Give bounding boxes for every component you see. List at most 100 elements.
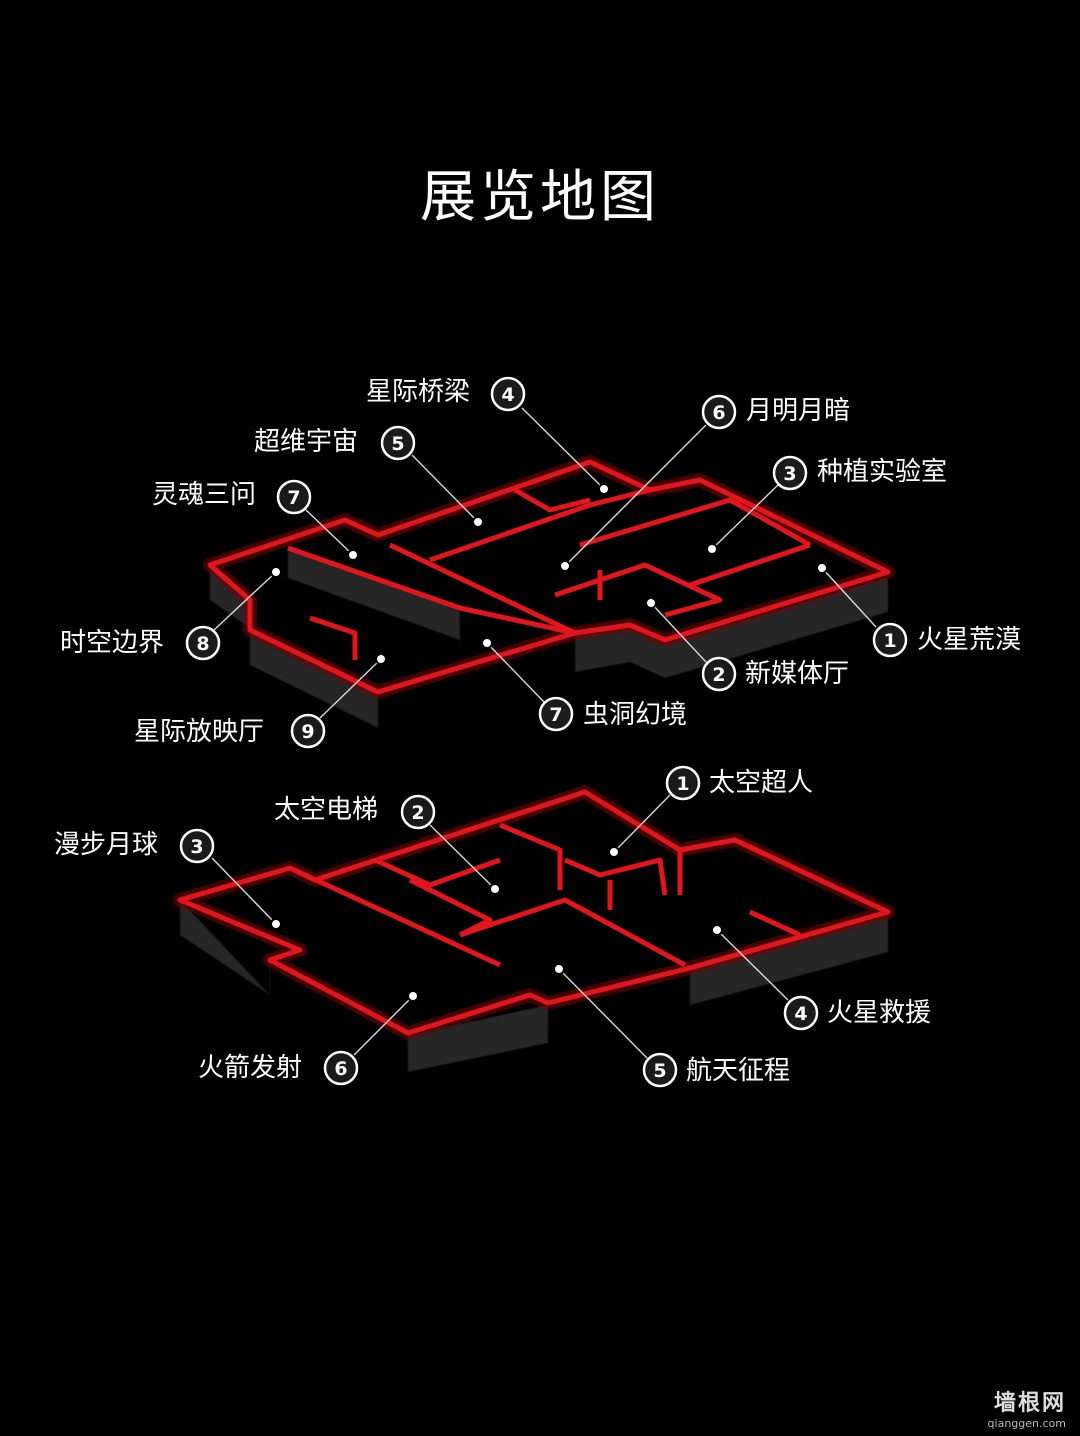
- leader-line: [429, 824, 496, 890]
- lower-label-6-name: 火箭发射: [198, 1053, 302, 1083]
- number-badge: [783, 995, 819, 1031]
- watermark: 墙根网 qianggen.com: [988, 1385, 1066, 1430]
- wall: [288, 865, 502, 968]
- leader-line: [711, 484, 779, 550]
- lower-label-2-name: 太空电梯: [274, 795, 378, 825]
- upper-label-4-number: 4: [501, 384, 514, 406]
- location-dot: [270, 566, 282, 578]
- upper-label-6-name: 月明月暗: [746, 396, 850, 426]
- location-dot: [553, 963, 565, 975]
- upper-label-6-number: 6: [712, 402, 725, 424]
- upper-label-3-name: 种植实验室: [817, 457, 947, 487]
- lower-label-5-name: 航天征程: [686, 1056, 790, 1086]
- lower-label-1-number: 1: [676, 773, 689, 795]
- location-dot: [481, 637, 493, 649]
- wall: [309, 615, 358, 660]
- number-badge: [400, 794, 436, 830]
- lower-label-2-number: 2: [411, 802, 424, 824]
- number-badge: [701, 394, 737, 430]
- leader-line: [821, 567, 877, 628]
- wall: [388, 542, 577, 636]
- leader-line: [305, 509, 354, 556]
- upper-label-5-number: 5: [391, 433, 404, 455]
- lower-outer-wall: [177, 789, 891, 1036]
- location-dot: [559, 560, 571, 572]
- number-badge: [872, 622, 908, 658]
- upper-interior-walls: [287, 487, 812, 660]
- location-dot: [407, 990, 419, 1002]
- lower-label-5-number: 5: [653, 1060, 666, 1082]
- leader-line: [716, 929, 789, 1001]
- lower-interior-walls: [288, 822, 802, 968]
- upper-label-1-number: 1: [883, 630, 896, 652]
- leader-line: [564, 424, 707, 567]
- location-dot: [472, 516, 484, 528]
- watermark-site-name: 墙根网: [993, 1391, 1066, 1416]
- page-title: 展览地图: [420, 165, 660, 230]
- wall: [554, 562, 723, 618]
- number-badge: [490, 376, 526, 412]
- upper-label-4-name: 星际桥梁: [366, 377, 470, 407]
- lower-label-4-number: 4: [794, 1003, 807, 1025]
- number-badge: [185, 625, 221, 661]
- wall: [689, 542, 811, 588]
- wall: [287, 545, 576, 636]
- location-dot: [608, 846, 620, 858]
- wall: [459, 897, 687, 968]
- number-badge: [665, 765, 701, 801]
- lower-floor-plan: [173, 785, 895, 1073]
- leader-line: [213, 571, 277, 631]
- leader-line: [411, 454, 479, 523]
- lower-label-1-name: 太空超人: [709, 768, 813, 798]
- upper-label-8-number: 8: [196, 633, 209, 655]
- upper-floor-plan: [203, 455, 895, 729]
- number-badge: [772, 455, 808, 491]
- upper-label-2-number: 2: [712, 664, 725, 686]
- leader-line: [486, 642, 545, 703]
- upper-label-7-name: 灵魂三问: [152, 480, 256, 510]
- location-dot: [645, 597, 657, 609]
- leader-line: [558, 968, 648, 1059]
- location-dot: [816, 562, 828, 574]
- number-badge: [179, 828, 215, 864]
- location-dot: [598, 483, 610, 495]
- wall: [748, 909, 802, 938]
- wall: [499, 822, 563, 890]
- watermark-url: qianggen.com: [987, 1417, 1066, 1430]
- wall: [287, 548, 461, 641]
- number-badge: [642, 1052, 678, 1088]
- wall: [513, 487, 591, 513]
- upper-outer-wall: [207, 459, 891, 695]
- number-badge: [290, 713, 326, 749]
- upper-label-8-name: 时空边界: [60, 628, 164, 658]
- number-badge: [538, 696, 574, 732]
- lower-floor-labels: 1 太空超人 太空电梯 2 漫步月球 3 4 火星救援 火箭发射 6 5 航天征…: [54, 765, 931, 1088]
- leader-line: [521, 407, 605, 490]
- upper-label-9-number: 9: [301, 721, 314, 743]
- lower-label-3-number: 3: [190, 836, 203, 858]
- wall: [373, 857, 501, 888]
- upper-label-2-name: 新媒体厅: [745, 659, 849, 689]
- lower-label-4-name: 火星救援: [827, 998, 931, 1028]
- upper-label-3-number: 3: [783, 463, 796, 485]
- location-dot: [347, 549, 359, 561]
- number-badge: [323, 1050, 359, 1086]
- upper-label-7b-number: 7: [549, 704, 562, 726]
- upper-label-1-name: 火星荒漠: [917, 625, 1021, 655]
- wall: [564, 857, 668, 896]
- wall: [579, 497, 812, 548]
- leader-line: [211, 857, 277, 925]
- leader-line: [353, 995, 414, 1056]
- upper-label-5-name: 超维宇宙: [254, 427, 358, 457]
- number-badge: [380, 425, 416, 461]
- leader-line: [650, 602, 707, 663]
- leader-line: [613, 794, 671, 853]
- lower-label-3-name: 漫步月球: [54, 830, 158, 860]
- number-badge: [701, 656, 737, 692]
- upper-label-9-name: 星际放映厅: [134, 717, 264, 747]
- wall: [429, 487, 651, 563]
- upper-label-7b-name: 虫洞幻境: [583, 700, 687, 730]
- leader-line: [319, 658, 382, 719]
- upper-floor-labels: 星际桥梁 4 6 月明月暗 超维宇宙 5 3 种植实验室 灵魂三问 7 1 火星…: [60, 376, 1021, 749]
